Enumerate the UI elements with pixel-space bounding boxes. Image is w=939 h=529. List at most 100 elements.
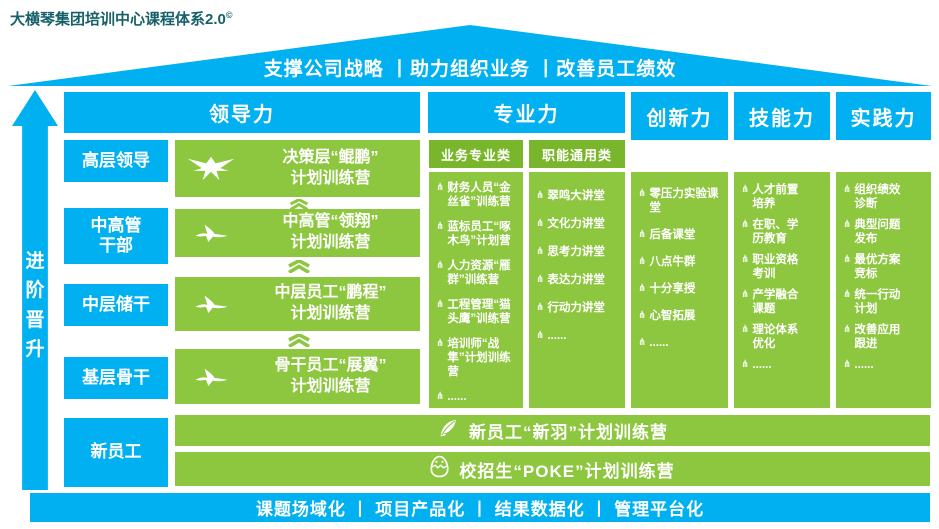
course-name: ...... bbox=[854, 359, 874, 372]
program-lingxiang: 中高管“领翔”计划训练营 bbox=[175, 209, 420, 257]
course-item: ⋔零压力实验课堂 bbox=[638, 187, 723, 215]
chevron-up-icon bbox=[285, 197, 313, 215]
program-name-line2: 计划训练营 bbox=[290, 234, 371, 251]
course-item: ⋔在职、学历教育 bbox=[741, 218, 825, 246]
course-item: ⋔职业资格考训 bbox=[741, 253, 825, 281]
course-name: ...... bbox=[752, 359, 772, 372]
course-item: ⋔最优方案竞标 bbox=[843, 253, 926, 281]
level-senior-leaders: 高层领导 bbox=[64, 140, 168, 182]
feather-icon bbox=[437, 417, 459, 444]
course-name: ...... bbox=[649, 337, 669, 350]
bird-footprint-icon: ⋔ bbox=[741, 324, 750, 336]
bird-footprint-icon: ⋔ bbox=[638, 256, 647, 268]
bird-footprint-icon: ⋔ bbox=[741, 289, 750, 301]
program-poke: 校招生“POKE”计划训练营 bbox=[175, 452, 930, 486]
course-name: 职业资格考训 bbox=[752, 254, 799, 281]
course-name: 后备课堂 bbox=[649, 229, 696, 242]
eagle-icon bbox=[183, 154, 239, 184]
program-name-line2: 计划训练营 bbox=[290, 305, 371, 322]
course-item: ⋔八点牛群 bbox=[638, 255, 723, 269]
program-name: 骨干员工“展翼” bbox=[274, 356, 387, 374]
course-item: ⋔财务人员“金丝雀”训练营 bbox=[436, 181, 518, 209]
program-name: 决策层“鲲鹏” bbox=[282, 148, 379, 166]
goose-icon bbox=[183, 293, 239, 315]
bird-footprint-icon: ⋔ bbox=[536, 218, 545, 230]
copyright-mark: © bbox=[225, 10, 233, 20]
bird-footprint-icon: ⋔ bbox=[536, 302, 545, 314]
course-name: 心智拓展 bbox=[649, 310, 696, 323]
level-label: 基层骨干 bbox=[82, 367, 150, 387]
program-kunpeng: 决策层“鲲鹏”计划训练营 bbox=[175, 140, 420, 197]
bottom-banner: 课题场域化 丨 项目产品化 丨 结果数据化 丨 管理平台化 bbox=[30, 493, 930, 522]
course-item: ⋔典型问题发布 bbox=[843, 218, 926, 246]
bird-footprint-icon: ⋔ bbox=[638, 283, 647, 295]
course-item: ⋔文化力讲堂 bbox=[536, 217, 620, 231]
level-label: 中层储干 bbox=[82, 294, 150, 314]
innovation-course-list: ⋔零压力实验课堂 ⋔后备课堂 ⋔八点牛群 ⋔十分享授 ⋔心智拓展 ⋔...... bbox=[631, 172, 728, 408]
course-item: ⋔产学融合课题 bbox=[741, 288, 825, 316]
bird-footprint-icon: ⋔ bbox=[741, 254, 750, 266]
course-name: 组织绩效诊断 bbox=[854, 184, 901, 211]
bird-footprint-icon: ⋔ bbox=[536, 246, 545, 258]
subheader-business-courses: 业务专业类 bbox=[429, 140, 523, 168]
bird-footprint-icon: ⋔ bbox=[536, 190, 545, 201]
program-zhanyi: 骨干员工“展翼”计划训练营 bbox=[175, 349, 420, 404]
course-name: 文化力讲堂 bbox=[547, 218, 605, 231]
course-item: ⋔组织绩效诊断 bbox=[843, 183, 926, 211]
skill-course-list: ⋔人才前置培养 ⋔在职、学历教育 ⋔职业资格考训 ⋔产学融合课题 ⋔理论体系优化… bbox=[734, 172, 830, 408]
column-header-skill: 技能力 bbox=[734, 92, 830, 140]
practice-course-list: ⋔组织绩效诊断 ⋔典型问题发布 ⋔最优方案竞标 ⋔统一行动计划 ⋔改善应用跟进 … bbox=[836, 172, 931, 408]
course-name: 人才前置培养 bbox=[752, 184, 799, 211]
level-label: 高层领导 bbox=[82, 150, 150, 170]
bird-footprint-icon: ⋔ bbox=[536, 330, 545, 342]
level-key-staff: 基层骨干 bbox=[64, 357, 168, 399]
bird-footprint-icon: ⋔ bbox=[843, 219, 852, 231]
course-item: ⋔行动力讲堂 bbox=[536, 301, 620, 315]
course-name: 最优方案竞标 bbox=[854, 254, 901, 281]
bird-footprint-icon: ⋔ bbox=[843, 184, 852, 195]
course-name: 财务人员“金丝雀”训练营 bbox=[447, 182, 511, 209]
course-item: ⋔人才前置培养 bbox=[741, 183, 825, 211]
header-label: 实践力 bbox=[850, 107, 917, 130]
progression-arrow: 进阶晋升 bbox=[12, 90, 58, 490]
course-item: ⋔...... bbox=[436, 390, 518, 404]
column-header-practice: 实践力 bbox=[836, 92, 931, 140]
chevron-up-icon bbox=[285, 258, 313, 278]
bird-footprint-icon: ⋔ bbox=[843, 289, 852, 301]
course-name: 翠鸣大讲堂 bbox=[547, 190, 605, 202]
course-name: 蓝标员工“啄木鸟”计划营 bbox=[447, 221, 511, 248]
course-item: ⋔蓝标员工“啄木鸟”计划营 bbox=[436, 220, 518, 248]
subheader-label: 业务专业类 bbox=[440, 147, 511, 163]
course-name: 统一行动计划 bbox=[854, 289, 901, 316]
course-name: 十分享授 bbox=[649, 283, 696, 296]
course-item: ⋔表达力讲堂 bbox=[536, 273, 620, 287]
header-label: 专业力 bbox=[493, 104, 560, 126]
chick-egg-icon bbox=[430, 455, 449, 483]
bird-footprint-icon: ⋔ bbox=[436, 299, 445, 311]
course-name: 工程管理“猫头鹰”训练营 bbox=[447, 299, 511, 326]
bird-footprint-icon: ⋔ bbox=[638, 310, 647, 322]
page-title-text: 大横琴集团培训中心课程体系2.0 bbox=[10, 11, 226, 28]
column-header-leadership: 领导力 bbox=[64, 92, 420, 133]
bird-footprint-icon: ⋔ bbox=[741, 184, 750, 195]
bird-footprint-icon: ⋔ bbox=[843, 254, 852, 266]
program-xinyu: 新员工“新羽”计划训练营 bbox=[175, 415, 930, 446]
level-new-employees: 新员工 bbox=[64, 418, 168, 487]
course-name: 八点牛群 bbox=[649, 256, 696, 269]
program-name: 中层员工“鹏程” bbox=[274, 284, 387, 302]
bird-footprint-icon: ⋔ bbox=[536, 274, 545, 286]
subheader-functional-courses: 职能通用类 bbox=[529, 140, 625, 168]
bird-footprint-icon: ⋔ bbox=[638, 229, 647, 241]
bird-footprint-icon: ⋔ bbox=[741, 359, 750, 371]
course-name: 人力资源“雁群”训练营 bbox=[447, 260, 511, 287]
roof-banner: 支撑公司战略 丨助力组织业务 丨改善员工绩效 bbox=[8, 25, 932, 86]
course-item: ⋔后备课堂 bbox=[638, 228, 723, 242]
program-pengcheng: 中层员工“鹏程” 计划训练营 bbox=[175, 277, 420, 331]
header-label: 技能力 bbox=[749, 107, 815, 130]
course-name: 典型问题发布 bbox=[854, 219, 901, 246]
course-name: 产学融合课题 bbox=[752, 289, 799, 316]
course-item: ⋔翠鸣大讲堂 bbox=[536, 189, 620, 203]
business-course-list: ⋔财务人员“金丝雀”训练营 ⋔蓝标员工“啄木鸟”计划营 ⋔人力资源“雁群”训练营… bbox=[429, 172, 523, 408]
course-name: 表达力讲堂 bbox=[547, 274, 605, 287]
